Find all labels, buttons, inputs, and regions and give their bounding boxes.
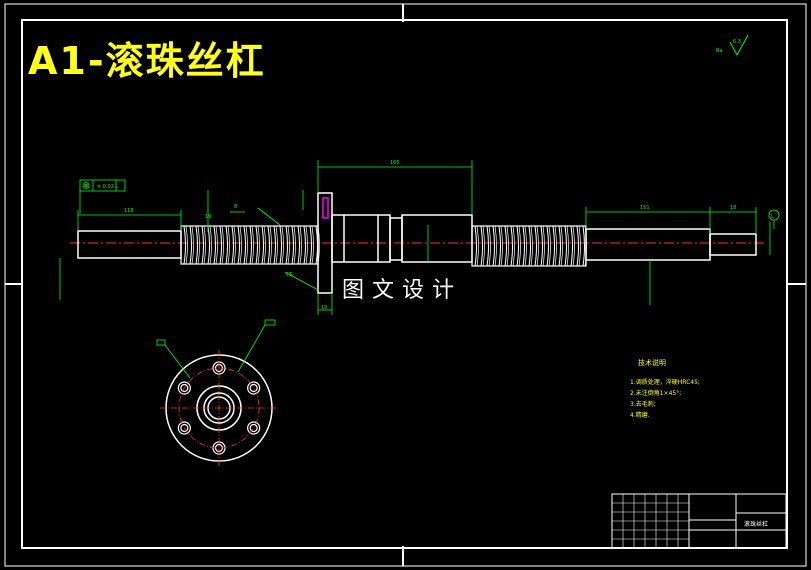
svg-text:6.3: 6.3 [733, 39, 741, 45]
right-shaft-segment [585, 228, 757, 261]
datum-letter: L [771, 214, 774, 220]
dim-18: 18 [730, 205, 736, 211]
dim-165: 165 [390, 160, 400, 166]
left-thread-section [180, 225, 320, 265]
right-thread-section [471, 225, 587, 267]
notes-item: 4.精磨. [630, 412, 650, 419]
end-view-centerlines [160, 350, 278, 466]
dimension-lines [59, 160, 771, 315]
centering-marks [5, 4, 806, 566]
dim-19: 19 [205, 214, 211, 220]
roughness-symbol: Ra 6.3 [716, 34, 749, 57]
tolerance-frame [79, 179, 126, 192]
dim-c5: C5 [286, 272, 293, 278]
dim-8: 8 [234, 204, 237, 210]
left-shaft-segment [77, 230, 182, 259]
notes-item: 1.调质处理，淬硬HRC45; [630, 379, 700, 386]
dim-10: 10 [321, 305, 327, 311]
title-block-grid [612, 494, 689, 548]
watermark-text: 图文设计 [342, 278, 463, 303]
notes-item: 3.去毛刺; [630, 401, 656, 408]
dim-151: 151 [640, 205, 650, 211]
notes-item: 2.未注倒角1×45°; [630, 390, 682, 397]
dim-118: 118 [124, 208, 134, 214]
svg-text:Ra: Ra [716, 48, 722, 54]
datum-symbol [768, 209, 780, 229]
technical-notes: 技术说明 1.调质处理，淬硬HRC45; 2.未注倒角1×45°; 3.去毛刺;… [630, 358, 700, 421]
notes-heading: 技术说明 [638, 359, 666, 367]
tolerance-text: ≡ 0.02 L [97, 184, 119, 190]
end-view-leaders [156, 319, 276, 379]
drawing-title: A1-滚珠丝杠 [28, 39, 266, 83]
title-block-label: 滚珠丝杠 [744, 521, 769, 528]
